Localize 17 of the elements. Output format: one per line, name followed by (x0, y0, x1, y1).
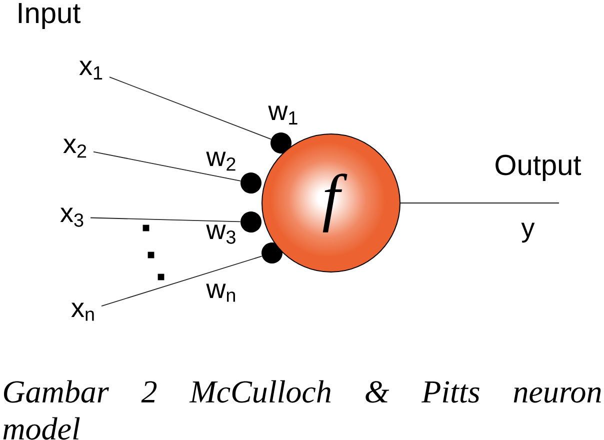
weight-label: w$_{1}$ (268, 106, 298, 124)
connector-line (90, 217, 241, 222)
caption: Gambar 2 McCulloch & Pitts neuron model (3, 380, 601, 440)
weight-label: w$_{3}$ (206, 224, 236, 244)
section-label: Output (496, 154, 582, 182)
variable-label: y (521, 222, 535, 243)
connector-line (109, 76, 272, 140)
connector-line (101, 256, 262, 306)
variable-label: x$_{2}$ (63, 138, 86, 158)
weight-label: w$_{n}$ (206, 284, 235, 302)
connector-line (400, 202, 560, 204)
weight-label: w$_{2}$ (206, 152, 236, 171)
variable-label: x$_{3}$ (60, 208, 84, 227)
connector-line (93, 151, 241, 182)
section-label: Input (18, 3, 80, 30)
variable-label: x$_{1}$ (79, 60, 102, 80)
variable-label: x$_{n}$ (71, 302, 94, 321)
